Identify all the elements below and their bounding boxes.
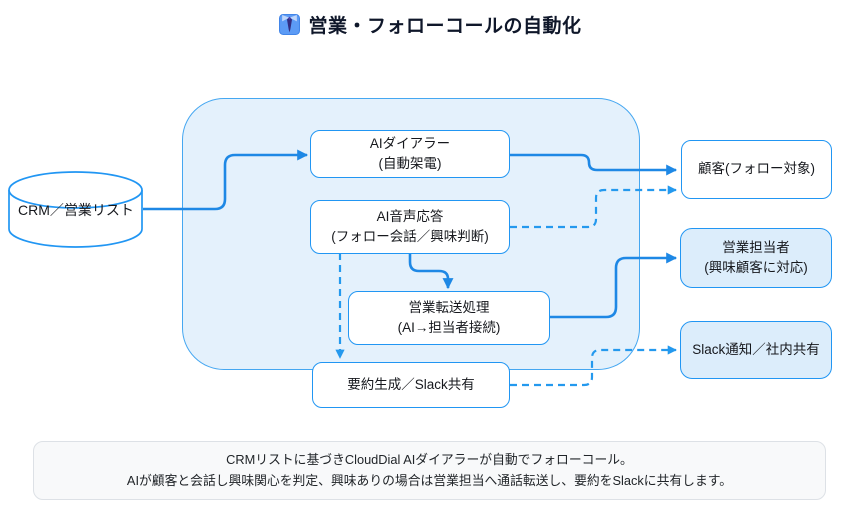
node-slack-notification: Slack通知／社内共有 bbox=[680, 321, 832, 379]
crm-database-cylinder bbox=[8, 171, 143, 248]
page-title: 営業・フォローコールの自動化 bbox=[0, 11, 861, 38]
node-sales-transfer: 営業転送処理 (AI→担当者接続) bbox=[348, 291, 550, 345]
description-note-line1: CRMリストに基づきCloudDial AIダイアラーが自動でフォローコール。 bbox=[226, 452, 633, 468]
node-ai-voice-line1: AI音声応答 bbox=[376, 208, 444, 224]
edge-transfer-to-sales bbox=[550, 252, 678, 319]
description-note-line2: AIが顧客と会話し興味関心を判定、興味ありの場合は営業担当へ通話転送し、要約をS… bbox=[126, 472, 733, 488]
edge-voice-to-transfer bbox=[408, 253, 454, 290]
node-sales-rep: 営業担当者 (興味顧客に対応) bbox=[680, 228, 832, 288]
node-sales-rep-line1: 営業担当者 bbox=[722, 239, 790, 255]
node-summary-line1: 要約生成／Slack共有 bbox=[347, 376, 475, 392]
node-slack-line1: Slack通知／社内共有 bbox=[692, 341, 820, 357]
edge-voice-to-customer-dashed bbox=[510, 185, 677, 229]
node-ai-voice-response: AI音声応答 (フォロー会話／興味判断) bbox=[310, 200, 510, 254]
page-title-text: 営業・フォローコールの自動化 bbox=[308, 16, 582, 37]
node-customer-follow-target: 顧客(フォロー対象) bbox=[681, 140, 832, 199]
node-ai-voice-line2: (フォロー会話／興味判断) bbox=[331, 229, 489, 244]
node-sales-transfer-line1: 営業転送処理 bbox=[408, 299, 490, 315]
node-ai-dialer-line2: (自動架電) bbox=[378, 156, 442, 171]
edge-dialer-to-customer bbox=[510, 153, 678, 176]
necktie-icon bbox=[279, 14, 301, 35]
node-sales-rep-line2: (興味顧客に対応) bbox=[704, 260, 808, 275]
node-summary-slack-share: 要約生成／Slack共有 bbox=[312, 362, 510, 408]
node-ai-dialer-line1: AIダイアラー bbox=[369, 135, 451, 151]
node-customer-line1: 顧客(フォロー対象) bbox=[698, 161, 815, 177]
description-note: CRMリストに基づきCloudDial AIダイアラーが自動でフォローコール。 … bbox=[33, 441, 826, 500]
edge-crm-to-dialer bbox=[143, 149, 309, 211]
edge-summary-to-slack-dashed bbox=[510, 345, 677, 387]
node-sales-transfer-line2: (AI→担当者接続) bbox=[397, 320, 501, 335]
node-ai-dialer: AIダイアラー (自動架電) bbox=[310, 130, 510, 178]
crm-list-label: CRM／営業リスト bbox=[18, 202, 134, 218]
